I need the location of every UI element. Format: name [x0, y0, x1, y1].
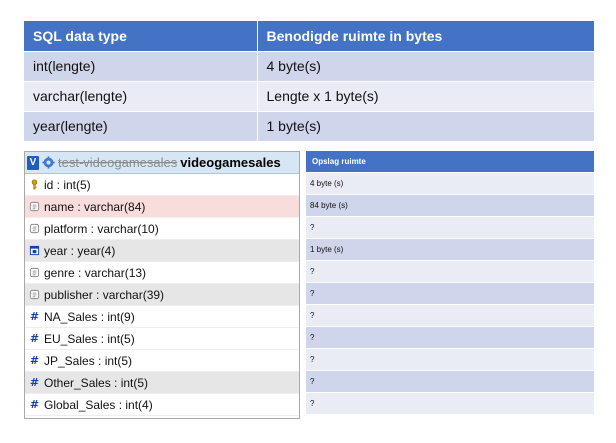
gear-icon[interactable]: [42, 156, 55, 169]
text-column-icon: [29, 267, 40, 278]
text-column-icon: [29, 201, 40, 212]
data-type-size-table: SQL data type Benodigde ruimte in bytes …: [24, 21, 594, 141]
column-item[interactable]: name : varchar(84): [25, 196, 299, 218]
column-item[interactable]: id : int(5): [25, 174, 299, 196]
column-item[interactable]: # Other_Sales : int(5): [25, 372, 299, 394]
column-label: genre : varchar(13): [44, 265, 147, 280]
text-column-icon: [29, 289, 40, 300]
cell-size: 4 byte(s): [257, 50, 594, 81]
column-label: year : year(4): [44, 243, 116, 258]
column-label: platform : varchar(10): [44, 221, 159, 236]
column-item[interactable]: genre : varchar(13): [25, 262, 299, 284]
select-checkbox[interactable]: V: [27, 155, 39, 170]
table-row: int(lengte) 4 byte(s): [24, 50, 594, 81]
column-item[interactable]: platform : varchar(10): [25, 218, 299, 240]
storage-cell: ?: [306, 392, 594, 414]
column-label: publisher : varchar(39): [44, 287, 165, 302]
key-icon: [29, 179, 40, 190]
column-label: EU_Sales : int(5): [44, 331, 135, 346]
structure-header: V test-videogamesales videogamesales: [25, 152, 299, 174]
column-item[interactable]: year : year(4): [25, 240, 299, 262]
storage-cell: ?: [306, 216, 594, 238]
cell-data-type: varchar(lengte): [24, 80, 258, 111]
column-item[interactable]: # EU_Sales : int(5): [25, 328, 299, 350]
hash-icon: #: [29, 332, 40, 345]
text-column-icon: [29, 223, 40, 234]
column-label: Global_Sales : int(4): [44, 397, 153, 412]
hash-icon: #: [29, 376, 40, 389]
column-label: name : varchar(84): [44, 199, 146, 214]
column-item[interactable]: # NA_Sales : int(9): [25, 306, 299, 328]
storage-cell: 1 byte (s): [306, 238, 594, 260]
column-item[interactable]: # JP_Sales : int(5): [25, 350, 299, 372]
cell-data-type: int(lengte): [24, 50, 258, 81]
cell-size: 1 byte(s): [257, 110, 594, 141]
storage-cell: 4 byte (s): [306, 172, 594, 194]
cell-size: Lengte x 1 byte(s): [257, 80, 594, 111]
hash-icon: #: [29, 310, 40, 323]
storage-cell: ?: [306, 260, 594, 282]
table-name[interactable]: videogamesales: [180, 155, 281, 170]
storage-cell: 84 byte (s): [306, 194, 594, 216]
storage-header: Opslag ruimte: [306, 151, 594, 172]
storage-cell: ?: [306, 370, 594, 392]
table-structure-panel: V test-videogamesales videogamesales id …: [24, 151, 300, 419]
column-label: JP_Sales : int(5): [44, 353, 133, 368]
column-list: id : int(5) name : varchar(84) platform : …: [25, 174, 299, 416]
database-name[interactable]: test-videogamesales: [58, 155, 178, 170]
table-header-row: SQL data type Benodigde ruimte in bytes: [24, 21, 594, 51]
cell-data-type: year(lengte): [24, 110, 258, 141]
header-required-space: Benodigde ruimte in bytes: [257, 21, 594, 51]
column-label: Other_Sales : int(5): [44, 375, 149, 390]
column-label: NA_Sales : int(9): [44, 309, 135, 324]
storage-cell: ?: [306, 282, 594, 304]
column-item[interactable]: publisher : varchar(39): [25, 284, 299, 306]
hash-icon: #: [29, 354, 40, 367]
column-item[interactable]: # Global_Sales : int(4): [25, 394, 299, 416]
storage-cell: ?: [306, 304, 594, 326]
hash-icon: #: [29, 398, 40, 411]
column-label: id : int(5): [44, 177, 91, 192]
storage-rows: 4 byte (s)84 byte (s)?1 byte (s)???????: [306, 172, 594, 414]
date-column-icon: [29, 245, 40, 256]
table-row: varchar(lengte) Lengte x 1 byte(s): [24, 80, 594, 111]
storage-space-table: Opslag ruimte 4 byte (s)84 byte (s)?1 by…: [306, 151, 594, 414]
header-sql-data-type: SQL data type: [24, 21, 258, 51]
table-row: year(lengte) 1 byte(s): [24, 110, 594, 141]
storage-cell: ?: [306, 326, 594, 348]
storage-cell: ?: [306, 348, 594, 370]
